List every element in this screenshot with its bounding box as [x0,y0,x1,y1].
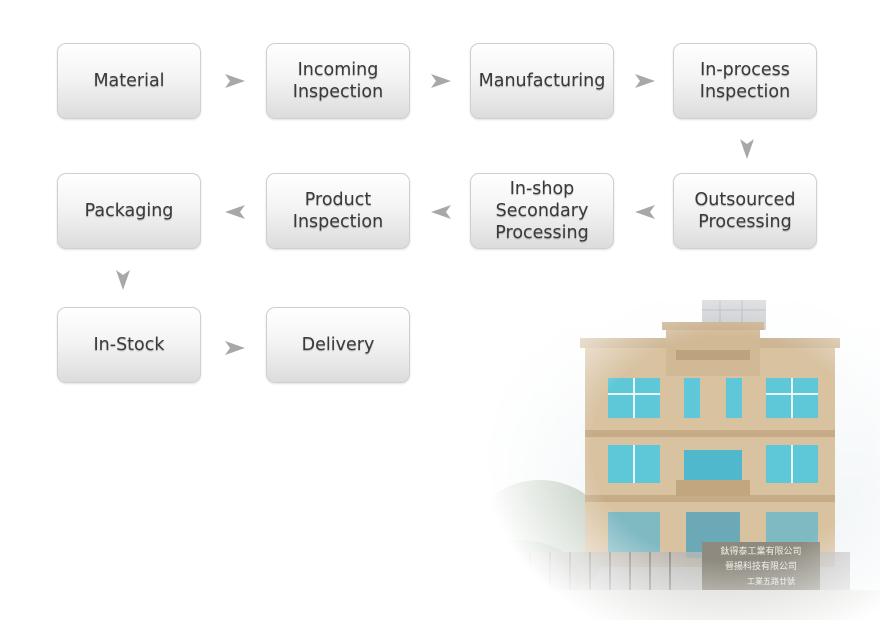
step-in-stock: In-Stock [57,307,201,383]
step-delivery: Delivery [266,307,410,383]
arrow-right-icon [224,70,246,92]
arrow-left-icon [430,201,452,223]
step-incoming-inspection: Incoming Inspection [266,43,410,119]
step-in-process-inspection: In-process Inspection [673,43,817,119]
arrow-right-icon [430,70,452,92]
arrow-right-icon [634,70,656,92]
step-product-inspection: Product Inspection [266,173,410,249]
svg-text:晉揚科技有限公司: 晉揚科技有限公司 [725,560,797,572]
step-in-shop-secondary-processing: In-shop Secondary Processing [470,173,614,249]
svg-text:工業五路廿號: 工業五路廿號 [747,576,795,586]
step-material: Material [57,43,201,119]
factory-building-photo: 鈦得泰工業有限公司 晉揚科技有限公司 工業五路廿號 [460,290,880,620]
svg-text:鈦得泰工業有限公司: 鈦得泰工業有限公司 [720,545,801,557]
arrow-left-icon [224,201,246,223]
arrow-right-icon [224,337,246,359]
arrow-down-icon [112,269,134,291]
arrow-down-icon [736,138,758,160]
step-packaging: Packaging [57,173,201,249]
step-outsourced-processing: Outsourced Processing [673,173,817,249]
arrow-left-icon [634,201,656,223]
step-manufacturing: Manufacturing [470,43,614,119]
